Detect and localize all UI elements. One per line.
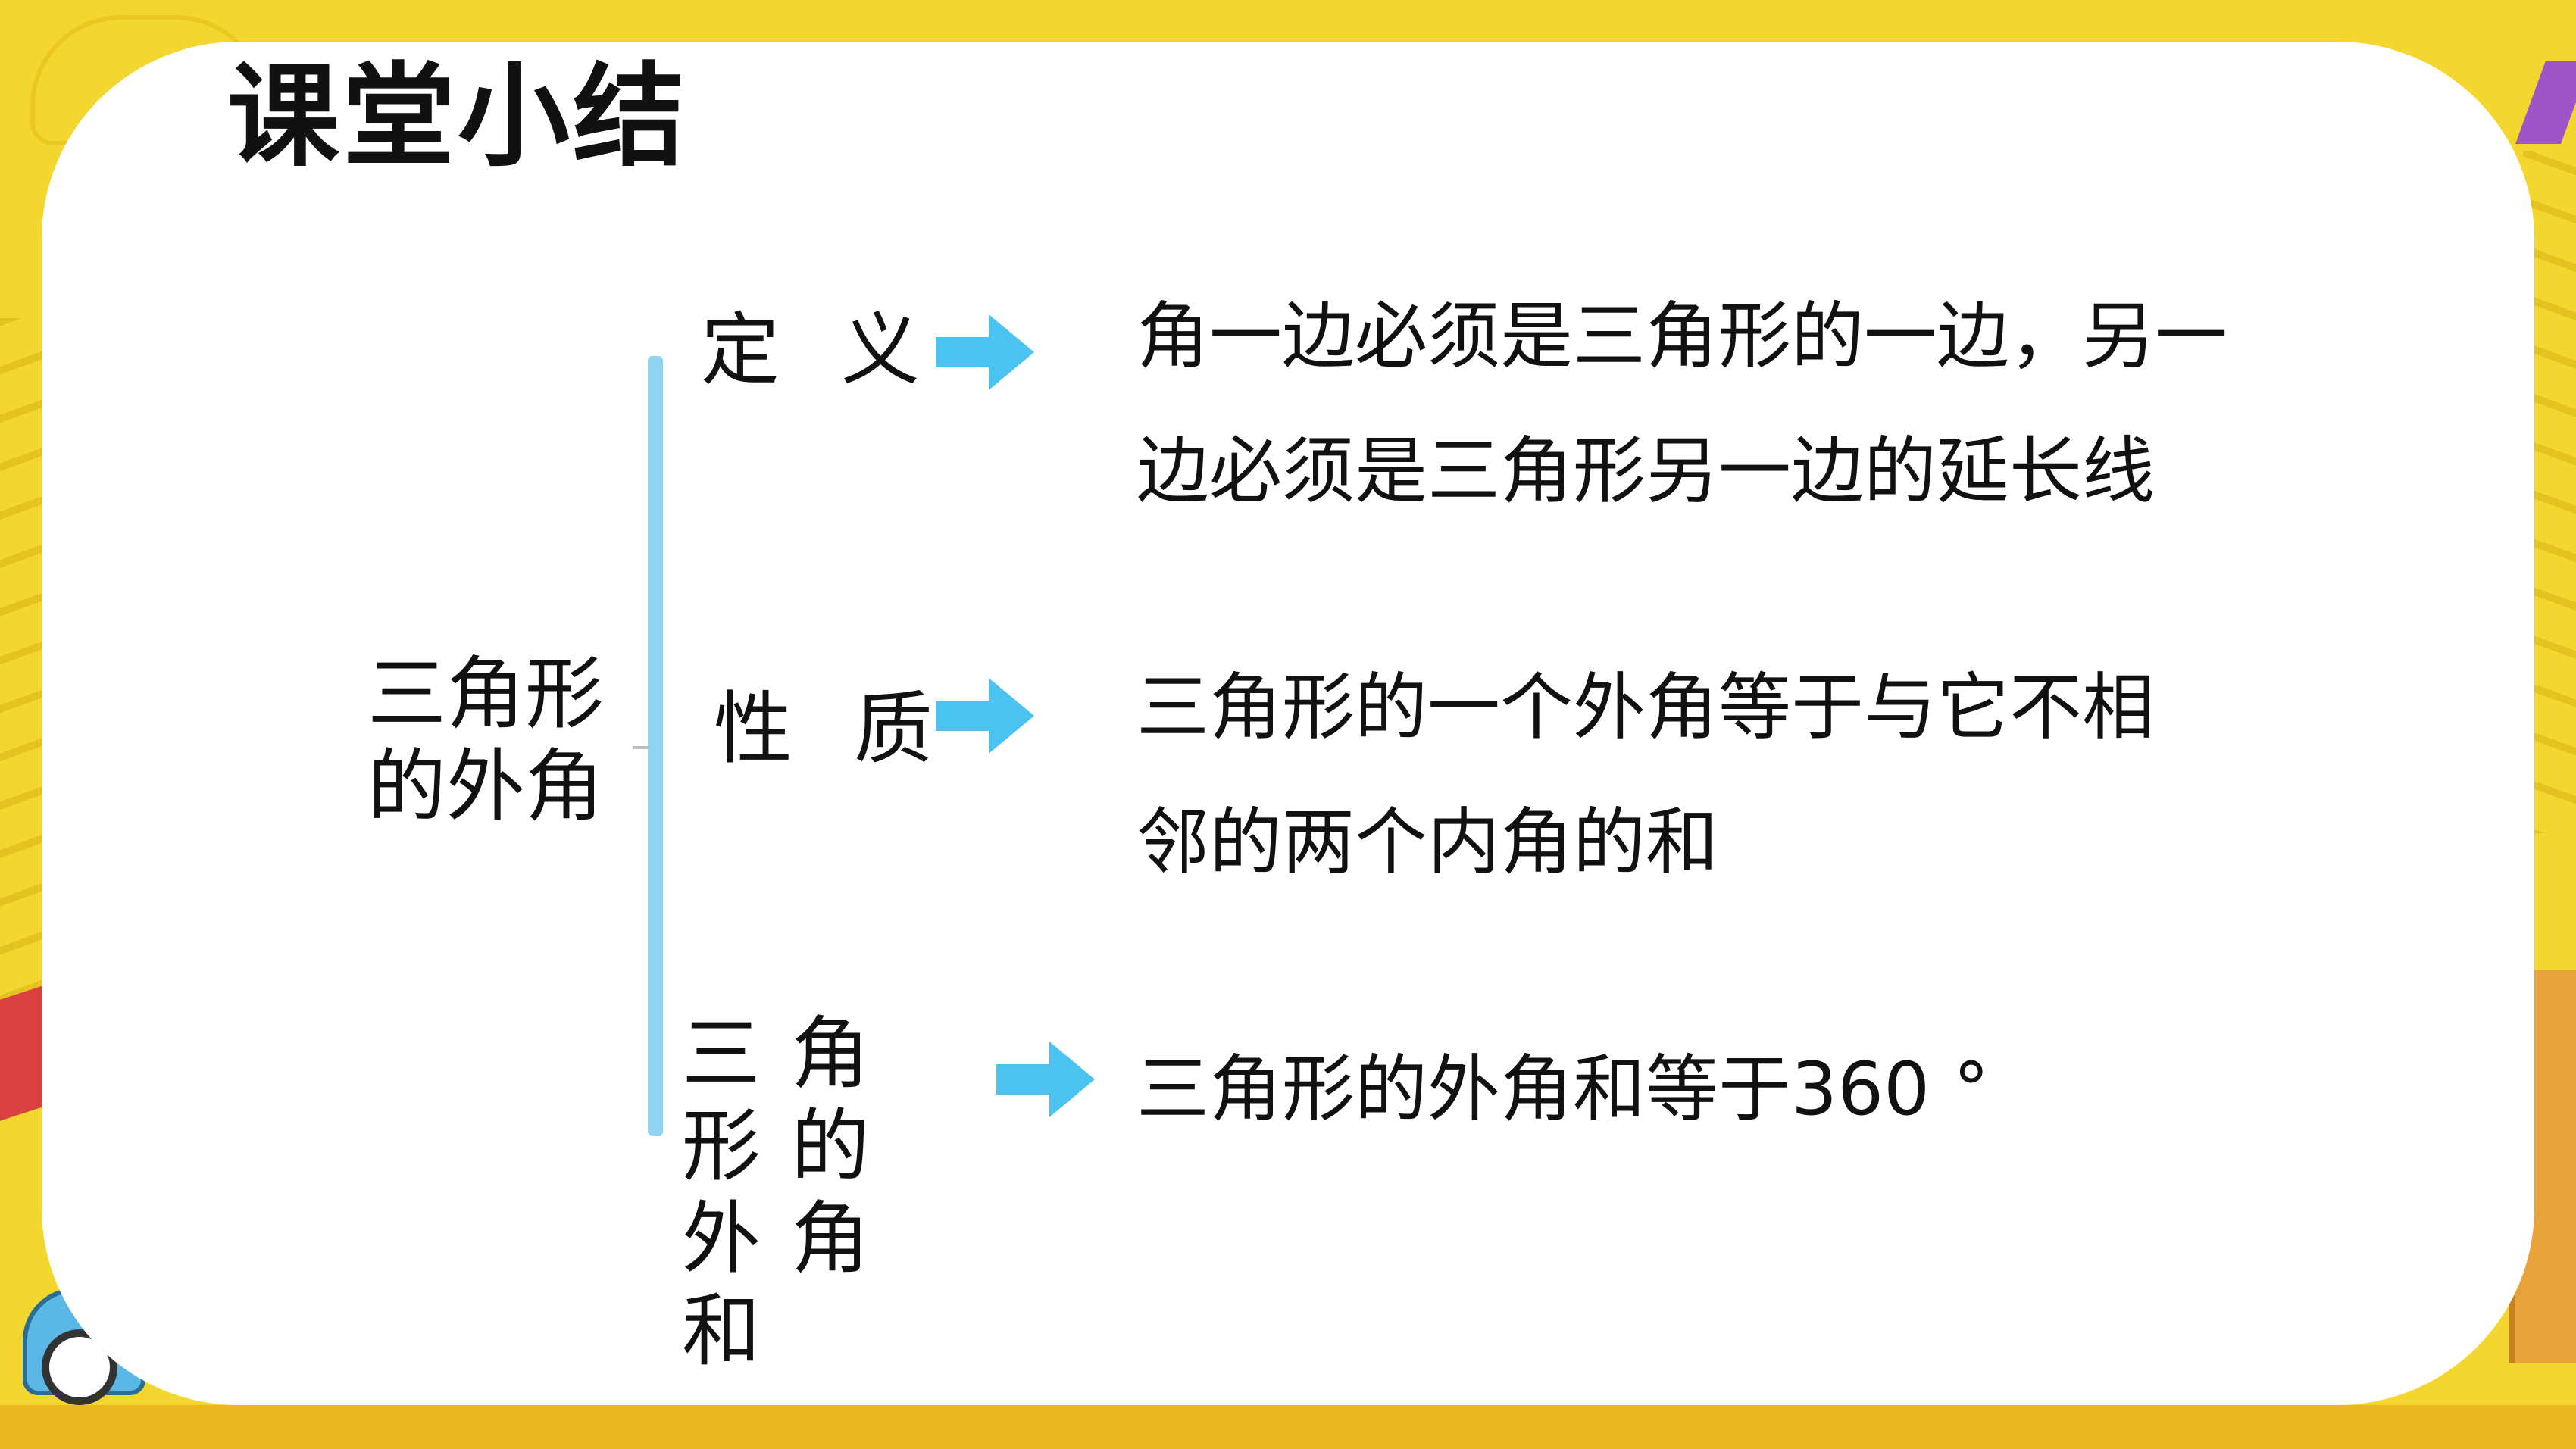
red-block-decoration (0, 985, 45, 1121)
bracket-connector (633, 746, 649, 749)
exterior-angle-sum-description: 三角形的外角和等于360 ° (1136, 1053, 2318, 1126)
content-card (42, 42, 2534, 1405)
purple-shape-decoration (2515, 61, 2576, 144)
slide-title: 课堂小结 (227, 52, 688, 182)
branch-label-exterior-angle-sum: 三角形的外角和 (682, 1007, 901, 1377)
definition-line1: 角一边必须是三角形的一边，另一 (1136, 294, 2227, 379)
property-description: 三角形的一个外角等于与它不相 邻的两个内角的和 (1136, 640, 2318, 910)
right-arrow-icon (936, 678, 1034, 754)
property-line1: 三角形的一个外角等于与它不相 (1136, 665, 2155, 750)
branch-label-property: 性 质 (714, 682, 952, 775)
bracket-line (648, 356, 663, 1136)
definition-description: 角一边必须是三角形的一边，另一 边必须是三角形另一边的延长线 (1136, 269, 2318, 539)
branch-label-definition: 定 义 (701, 304, 939, 396)
property-line2: 邻的两个内角的和 (1136, 800, 1718, 885)
root-label-line2: 的外角 (367, 740, 605, 832)
root-label-line1: 三角形 (367, 648, 605, 740)
mindmap-root: 三角形 的外角 (367, 648, 610, 832)
exterior-angle-sum-line1: 三角形的外角和等于360 ° (1136, 1047, 1990, 1132)
right-arrow-icon (936, 314, 1034, 390)
road-decoration (0, 1405, 2576, 1449)
definition-line2: 边必须是三角形另一边的延长线 (1136, 429, 2155, 514)
right-arrow-icon (996, 1041, 1095, 1117)
